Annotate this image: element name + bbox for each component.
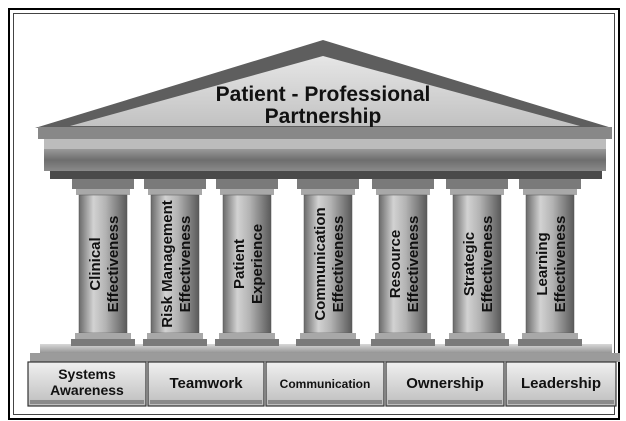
foundation-label-line1: Systems: [58, 366, 116, 382]
pillar-learning: LearningEffectiveness: [518, 179, 582, 346]
pillar-label-line1: Strategic: [461, 232, 478, 296]
pillar-label: Risk ManagementEffectiveness: [159, 200, 194, 328]
pillar-strategic: StrategicEffectiveness: [445, 179, 509, 346]
foundation-label-line1: Leadership: [521, 375, 601, 392]
pediment-title-line1: Patient - Professional: [216, 83, 431, 106]
pillar-label-line2: Effectiveness: [330, 216, 347, 313]
foundation-label-line2: Awareness: [50, 382, 124, 398]
pillar-label-line2: Effectiveness: [479, 216, 496, 313]
foundation-label-line1: Ownership: [406, 375, 484, 392]
pillar-clinical: ClinicalEffectiveness: [71, 179, 135, 346]
pillar-resource: ResourceEffectiveness: [371, 179, 435, 346]
foundation-block-leadership: Leadership: [505, 361, 617, 407]
pillar-patient: PatientExperience: [215, 179, 279, 346]
pillar-label: CommunicationEffectiveness: [312, 207, 347, 320]
temple-steps: [30, 344, 620, 362]
pillar-label-line2: Experience: [249, 224, 266, 304]
pillar-label-line1: Resource: [387, 230, 404, 298]
pillar-label-line1: Risk Management: [159, 200, 176, 328]
foundation-label-line1: Communication: [280, 377, 371, 391]
pillar-label-line2: Effectiveness: [177, 216, 194, 313]
pillar-label: StrategicEffectiveness: [461, 216, 496, 313]
foundation-block-communication: Communication: [265, 361, 385, 407]
entablature: [38, 127, 612, 179]
pillar-label: ClinicalEffectiveness: [87, 216, 122, 313]
foundation-block-teamwork: Teamwork: [147, 361, 265, 407]
pillar-communication: CommunicationEffectiveness: [296, 179, 360, 346]
pediment: Patient - Professional Partnership: [35, 40, 612, 128]
pillar-label: PatientExperience: [231, 224, 266, 304]
pillar-label-line2: Effectiveness: [405, 216, 422, 313]
pillar-label-line1: Clinical: [87, 237, 104, 290]
pillar-label-line2: Effectiveness: [552, 216, 569, 313]
pillar-label-line1: Patient: [231, 239, 248, 289]
roof-inner: [70, 56, 580, 126]
pillar-label-line1: Learning: [534, 232, 551, 295]
pillar-label: LearningEffectiveness: [534, 216, 569, 313]
foundation-label-line1: Teamwork: [169, 375, 243, 392]
pillar-label: ResourceEffectiveness: [387, 216, 422, 313]
foundation-block-ownership: Ownership: [385, 361, 505, 407]
pillar-label-line2: Effectiveness: [105, 216, 122, 313]
pediment-title-line2: Partnership: [265, 105, 382, 128]
pillar-label-line1: Communication: [312, 207, 329, 320]
pillar-risk-management: Risk ManagementEffectiveness: [143, 179, 207, 346]
